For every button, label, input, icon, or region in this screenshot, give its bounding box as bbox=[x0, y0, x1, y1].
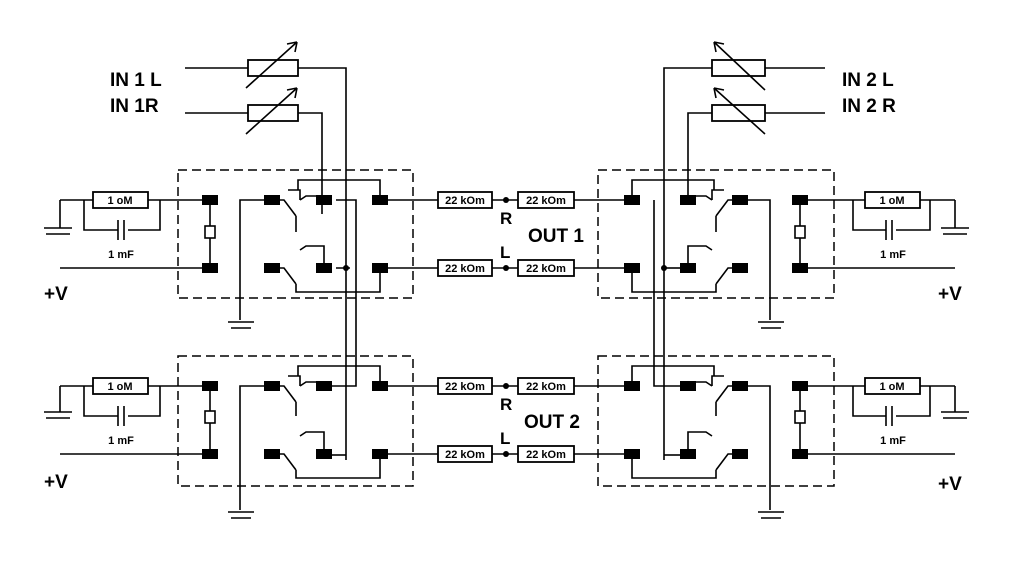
variable-resistor-in2-right bbox=[711, 104, 766, 122]
mixing-resistor bbox=[517, 191, 575, 209]
relay-block-right-top bbox=[597, 169, 835, 329]
relay-coil bbox=[204, 225, 216, 239]
junction-dot bbox=[503, 265, 509, 271]
out2-left-letter: L bbox=[500, 429, 510, 448]
mixing-resistor-value: 22 kOm bbox=[445, 263, 485, 275]
relay-block-left-bottom bbox=[177, 355, 414, 519]
supply-label: +V bbox=[938, 474, 962, 495]
relay-resistor-value: 1 oM bbox=[107, 195, 132, 207]
variable-resistor-in1-right bbox=[247, 104, 299, 122]
variable-resistor-in1-left bbox=[247, 59, 299, 77]
out1-left-letter: L bbox=[500, 243, 510, 262]
junction-dot bbox=[503, 197, 509, 203]
out1-label: OUT 1 bbox=[528, 226, 584, 247]
out2-label: OUT 2 bbox=[524, 412, 580, 433]
mixing-resistor-value: 22 kOm bbox=[526, 195, 566, 207]
mixing-resistor-value: 22 kOm bbox=[526, 449, 566, 461]
variable-arrow-icon bbox=[713, 87, 766, 135]
variable-resistor-in2-left bbox=[711, 59, 766, 77]
in1-right-label: IN 1R bbox=[110, 96, 159, 117]
relay-resistor bbox=[92, 377, 149, 395]
variable-arrow-icon bbox=[713, 41, 766, 91]
in1-left-label: IN 1 L bbox=[110, 70, 162, 91]
junction-dot bbox=[503, 451, 509, 457]
supply-label: +V bbox=[938, 284, 962, 305]
junction-dot bbox=[503, 383, 509, 389]
mixing-resistor bbox=[517, 445, 575, 463]
mixing-resistor bbox=[437, 445, 493, 463]
out2-right-letter: R bbox=[500, 395, 512, 414]
relay-resistor bbox=[92, 191, 149, 209]
mixing-resistor bbox=[437, 191, 493, 209]
relay-drive-right: 1 oM 1 mF +V 1 oM 1 mF +V bbox=[808, 191, 969, 495]
relay-coil bbox=[794, 410, 806, 424]
mixing-resistor bbox=[437, 259, 493, 277]
mixing-resistor-value: 22 kOm bbox=[445, 195, 485, 207]
relay-resistor-value: 1 oM bbox=[879, 195, 904, 207]
relay-resistor bbox=[864, 377, 921, 395]
relay-resistor-value: 1 oM bbox=[107, 381, 132, 393]
mixing-resistor-value: 22 kOm bbox=[526, 381, 566, 393]
relay-drive-left: 1 oM 1 mF +V 1 oM 1 mF +V bbox=[44, 191, 202, 493]
in2-right-label: IN 2 R bbox=[842, 96, 896, 117]
mixing-resistor bbox=[517, 259, 575, 277]
mixing-resistor-value: 22 kOm bbox=[445, 381, 485, 393]
relay-block-right-bottom bbox=[597, 355, 835, 519]
variable-arrow-icon bbox=[245, 87, 298, 135]
supply-label: +V bbox=[44, 472, 68, 493]
relay-coil bbox=[794, 225, 806, 239]
supply-label: +V bbox=[44, 284, 68, 305]
cross-wiring bbox=[321, 199, 688, 456]
mixing-resistor-value: 22 kOm bbox=[445, 449, 485, 461]
mixing-resistor-value: 22 kOm bbox=[526, 263, 566, 275]
mixing-resistor bbox=[517, 377, 575, 395]
in2-left-label: IN 2 L bbox=[842, 70, 894, 91]
mixing-resistor bbox=[437, 377, 493, 395]
relay-capacitor-value: 1 mF bbox=[880, 435, 906, 447]
relay-resistor bbox=[864, 191, 921, 209]
relay-resistor-value: 1 oM bbox=[879, 381, 904, 393]
variable-arrow-icon bbox=[245, 41, 298, 89]
output-network: 22 kOm 22 kOm R OUT 1 L 22 kOm 22 kOm 22… bbox=[388, 191, 624, 463]
input-section: IN 1 L IN 1R IN 2 L IN 2 R bbox=[110, 41, 896, 460]
relay-block-left-top bbox=[177, 169, 414, 329]
relay-capacitor-value: 1 mF bbox=[108, 249, 134, 261]
relay-capacitor-value: 1 mF bbox=[880, 249, 906, 261]
relay-coil bbox=[204, 410, 216, 424]
relay-capacitor-value: 1 mF bbox=[108, 435, 134, 447]
out1-right-letter: R bbox=[500, 209, 512, 228]
